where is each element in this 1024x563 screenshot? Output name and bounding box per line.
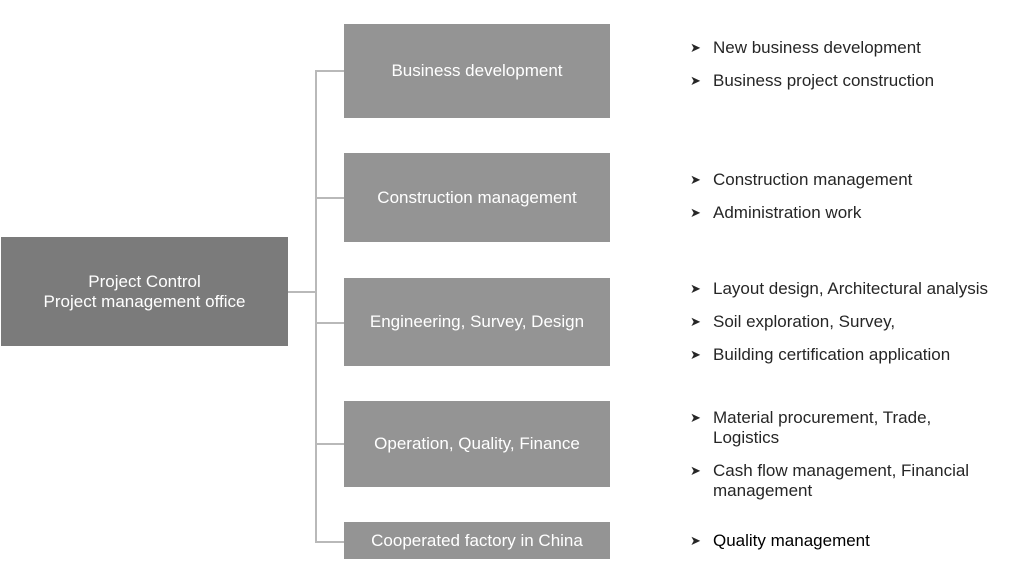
list-item-text: New business development <box>713 38 921 57</box>
list-item: ➤ Cash flow management, Financial manage… <box>690 461 1010 501</box>
list-item: ➤ Soil exploration, Survey, <box>690 312 1020 332</box>
branch-node-operation: Operation, Quality, Finance <box>344 401 610 487</box>
branch-label: Engineering, Survey, Design <box>369 312 585 331</box>
root-node-line-1: Project Control <box>88 271 201 291</box>
connector-branch-5 <box>315 541 344 543</box>
arrowhead-bullet-icon: ➤ <box>690 40 701 55</box>
connector-branch-2 <box>315 197 344 199</box>
arrowhead-bullet-icon: ➤ <box>690 73 701 88</box>
arrowhead-bullet-icon: ➤ <box>690 205 701 220</box>
list-item: ➤ Quality management <box>690 531 1020 551</box>
branch-label: Business development <box>391 61 563 80</box>
list-item-text: Soil exploration, Survey, <box>713 312 896 331</box>
branch-label: Operation, Quality, Finance <box>374 434 580 453</box>
list-item-text: Business project construction <box>713 71 935 90</box>
arrowhead-bullet-icon: ➤ <box>690 347 701 362</box>
connector-root-trunk <box>288 291 316 293</box>
root-node-line-2: Project management office <box>43 291 246 311</box>
connector-branch-3 <box>315 322 344 324</box>
arrowhead-bullet-icon: ➤ <box>690 172 701 187</box>
arrowhead-bullet-icon: ➤ <box>690 410 701 425</box>
list-item: ➤ Business project construction <box>690 71 1020 91</box>
branch-node-construction-management: Construction management <box>344 153 610 242</box>
list-item-text: Administration work <box>713 203 862 222</box>
arrowhead-bullet-icon: ➤ <box>690 314 701 329</box>
connector-branch-1 <box>315 70 344 72</box>
arrowhead-bullet-icon: ➤ <box>690 281 701 296</box>
arrowhead-bullet-icon: ➤ <box>690 533 701 548</box>
branch-label: Construction management <box>377 187 577 207</box>
list-item-text: Building certification application <box>713 345 951 364</box>
list-item-text: Material procurement, Trade, Logistics <box>713 408 932 447</box>
list-item-text: Construction management <box>713 170 913 189</box>
branch-node-cooperated-factory: Cooperated factory in China <box>344 522 610 559</box>
list-item: ➤ Material procurement, Trade, Logistics <box>690 408 990 448</box>
root-node: Project Control Project management offic… <box>1 237 288 346</box>
list-item-text: Cash flow management, Financial manageme… <box>713 461 970 500</box>
branch-label: Cooperated factory in China <box>371 530 583 550</box>
connector-branch-4 <box>315 443 344 445</box>
list-item: ➤ Administration work <box>690 203 1020 223</box>
arrowhead-bullet-icon: ➤ <box>690 463 701 478</box>
connector-vertical-trunk <box>315 70 317 542</box>
list-item-text: Layout design, Architectural analysis <box>713 279 988 298</box>
list-item: ➤ Layout design, Architectural analysis <box>690 279 1020 299</box>
branch-node-engineering: Engineering, Survey, Design <box>344 278 610 366</box>
branch-node-business-development: Business development <box>344 24 610 118</box>
list-item-text: Quality management <box>713 531 870 550</box>
list-item: ➤ Building certification application <box>690 345 1020 365</box>
list-item: ➤ Construction management <box>690 170 1020 190</box>
list-item: ➤ New business development <box>690 38 1020 58</box>
